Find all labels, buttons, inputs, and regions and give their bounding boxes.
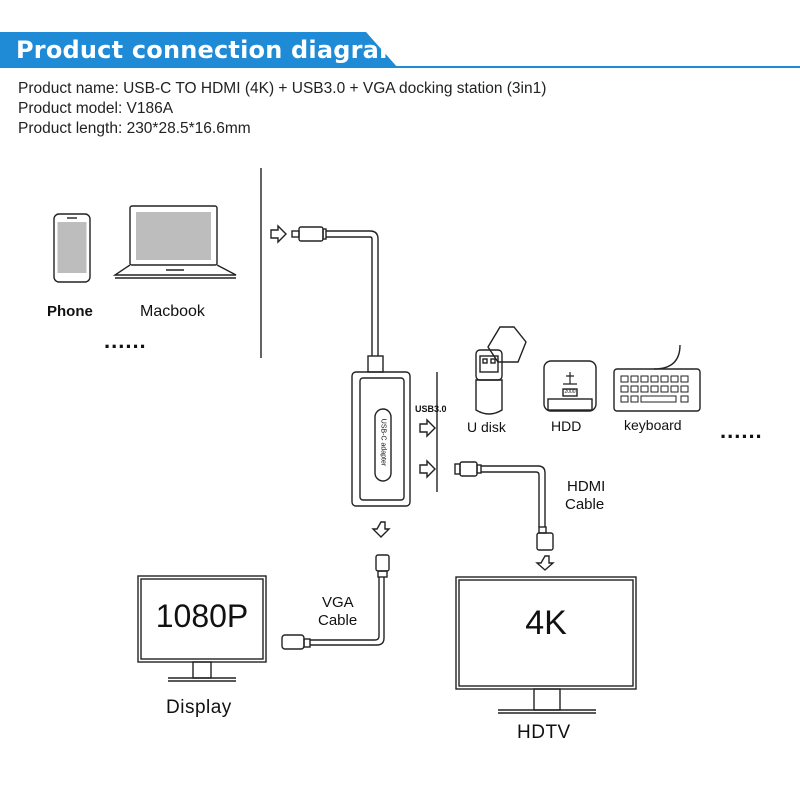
product-model: Product model: V186A xyxy=(18,100,174,117)
more-sources-indicator: ...... xyxy=(104,328,147,353)
vga-cable-label-line1: VGA xyxy=(322,594,354,611)
page-title: Product connection diagram: xyxy=(16,36,415,64)
arrow-icon xyxy=(419,418,436,438)
arrow-icon xyxy=(535,555,555,571)
macbook-label: Macbook xyxy=(140,303,205,320)
product-name: Product name: USB-C TO HDMI (4K) + USB3.… xyxy=(18,80,547,97)
phone-icon xyxy=(53,213,91,283)
hdtv-label: HDTV xyxy=(517,722,571,743)
adapter-body xyxy=(351,371,411,507)
hdd-badge: 2000 xyxy=(564,389,576,395)
hdtv-monitor xyxy=(455,576,637,714)
hdmi-cable-label-line2: Cable xyxy=(565,496,605,513)
tv-screen-text: 4K xyxy=(525,604,567,642)
usb-port-label: USB3.0 xyxy=(415,404,447,414)
hdd-icon xyxy=(543,360,597,412)
vga-connector xyxy=(281,554,390,650)
vga-cable-label-line2: Cable xyxy=(318,612,358,629)
header-banner xyxy=(0,32,800,68)
arrow-icon xyxy=(419,459,436,479)
more-devices-indicator: ...... xyxy=(720,418,763,443)
udisk-icon xyxy=(475,326,527,415)
hdmi-connector xyxy=(454,461,554,551)
adapter-label: USB-C adapter xyxy=(379,418,387,467)
display-screen-text: 1080P xyxy=(155,598,249,634)
hdd-label: HDD xyxy=(551,418,582,434)
keyboard-label: keyboard xyxy=(624,417,682,433)
display-label: Display xyxy=(166,697,232,718)
arrow-icon xyxy=(270,224,287,244)
laptop-icon xyxy=(112,205,237,279)
arrow-icon xyxy=(371,521,391,538)
udisk-label: U disk xyxy=(467,419,506,435)
product-length: Product length: 230*28.5*16.6mm xyxy=(18,120,251,137)
usb-c-connector xyxy=(291,226,384,373)
hdmi-cable-label-line1: HDMI xyxy=(567,478,606,495)
phone-label: Phone xyxy=(47,303,93,320)
display-monitor xyxy=(137,575,267,682)
keyboard-icon xyxy=(613,344,701,412)
